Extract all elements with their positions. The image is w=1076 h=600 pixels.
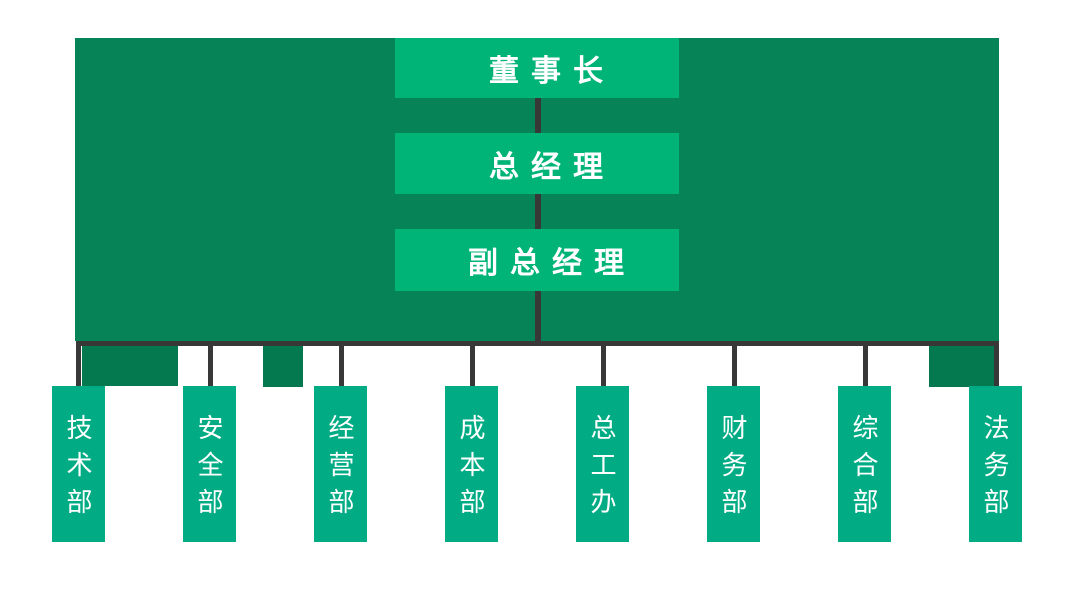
dept-finance-label: 财务部 <box>718 413 748 525</box>
dept-cost: 成本部 <box>445 386 498 542</box>
node-general-manager-label: 总经理 <box>489 150 615 184</box>
panel-step-middle <box>263 346 303 387</box>
drop-line-legal <box>994 341 999 386</box>
dept-chief-engineer-office-label: 总工办 <box>587 413 617 525</box>
node-deputy-general-manager-label: 副总经理 <box>468 247 636 280</box>
dept-chief-engineer-office: 总工办 <box>576 386 629 542</box>
dept-general-affairs: 综合部 <box>838 386 891 542</box>
dept-operations: 经营部 <box>314 386 367 542</box>
dept-general-affairs-label: 综合部 <box>849 413 879 525</box>
dept-cost-label: 成本部 <box>456 413 486 525</box>
connector-deputy-bus <box>535 291 541 346</box>
dept-legal-label: 法务部 <box>980 413 1010 525</box>
drop-line-cost <box>470 341 475 386</box>
dept-safety-label: 安全部 <box>194 413 224 525</box>
dept-finance: 财务部 <box>707 386 760 542</box>
node-chairman-label: 董事长 <box>489 55 615 88</box>
dept-safety: 安全部 <box>183 386 236 542</box>
node-general-manager: 总经理 <box>395 133 679 194</box>
dept-legal: 法务部 <box>969 386 1022 542</box>
drop-line-safety <box>208 341 213 386</box>
drop-line-finance <box>732 341 737 386</box>
node-deputy-general-manager: 副总经理 <box>395 229 679 291</box>
dept-tech: 技术部 <box>52 386 105 542</box>
drop-line-chief-engineer <box>601 341 606 386</box>
drop-line-operations <box>339 341 344 386</box>
drop-line-general <box>863 341 868 386</box>
panel-step-right <box>929 346 997 387</box>
connector-chairman-gm <box>535 98 541 134</box>
connector-gm-deputy <box>535 194 541 230</box>
dept-tech-label: 技术部 <box>63 413 93 525</box>
node-chairman: 董事长 <box>395 38 679 98</box>
connector-horizontal-bus <box>76 341 999 346</box>
dept-operations-label: 经营部 <box>325 413 355 525</box>
drop-line-tech <box>76 341 81 386</box>
panel-step-left <box>82 346 178 386</box>
